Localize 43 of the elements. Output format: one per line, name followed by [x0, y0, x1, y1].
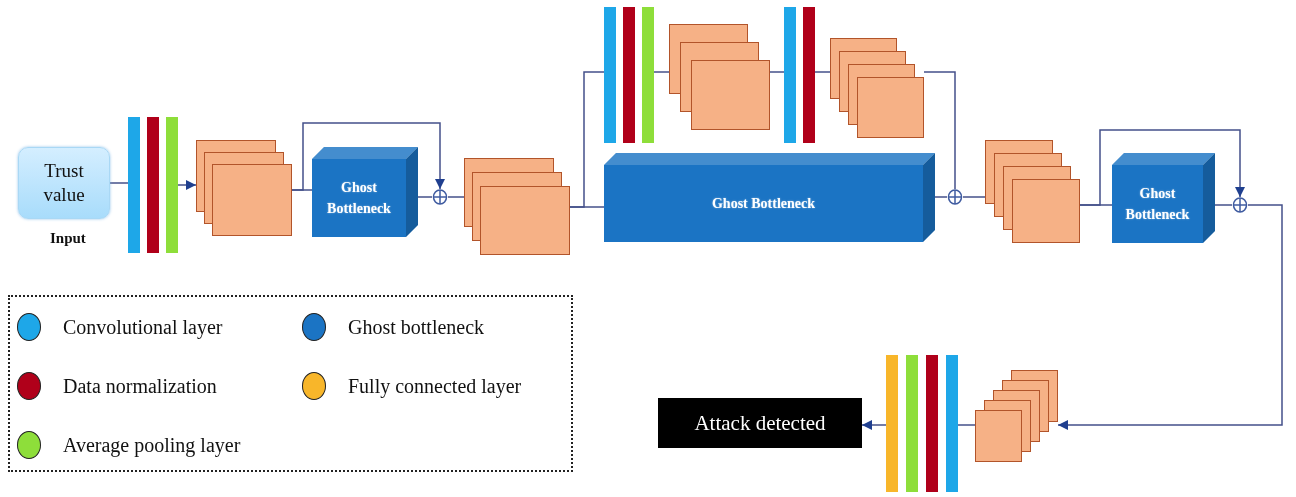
sum-junction — [947, 189, 963, 205]
feature-map-stack — [830, 38, 924, 138]
connector-line — [1214, 204, 1233, 206]
connector-line — [447, 196, 465, 198]
connector-line — [861, 420, 887, 430]
connector-line — [814, 71, 831, 73]
output-label: Attack detected — [694, 410, 826, 436]
block-label: Ghost Bottleneck — [326, 179, 392, 218]
connector-line — [569, 206, 605, 208]
connector-line — [957, 424, 976, 426]
input-label: Trust value — [42, 159, 86, 207]
feature-map-stack — [464, 158, 570, 255]
connector-line — [769, 71, 785, 73]
layer-bars — [604, 7, 654, 143]
feature-map-stack — [985, 140, 1080, 243]
block-label: Ghost Bottleneck — [711, 195, 816, 213]
block-label: Ghost Bottleneck — [1124, 185, 1191, 224]
connector-line — [109, 182, 129, 184]
connector-line — [923, 71, 956, 190]
connector-line — [653, 71, 670, 73]
layer-bars — [128, 117, 178, 253]
legend-label: Convolutional layer — [63, 315, 223, 339]
connector-line — [962, 196, 986, 198]
legend-label: Data normalization — [63, 374, 217, 398]
connector-line — [417, 196, 433, 198]
connector-line — [1079, 129, 1245, 206]
output-box — [658, 398, 862, 448]
sum-junction — [432, 189, 448, 205]
connector-line — [934, 196, 948, 198]
feature-map-stack — [196, 140, 292, 236]
connector-line — [291, 122, 445, 191]
connector-line — [177, 180, 197, 190]
node-caption: Input — [50, 230, 86, 247]
legend-label: Average pooling layer — [63, 433, 241, 457]
input-box — [18, 147, 110, 219]
layer-bars — [784, 7, 815, 143]
connector-line — [1057, 204, 1283, 430]
feature-map-stack — [669, 24, 770, 130]
layer-bars — [886, 355, 958, 492]
legend-label: Fully connected layer — [348, 374, 522, 398]
legend-label: Ghost bottleneck — [348, 315, 485, 339]
feature-map-stack — [975, 370, 1058, 462]
sum-junction — [1232, 197, 1248, 213]
